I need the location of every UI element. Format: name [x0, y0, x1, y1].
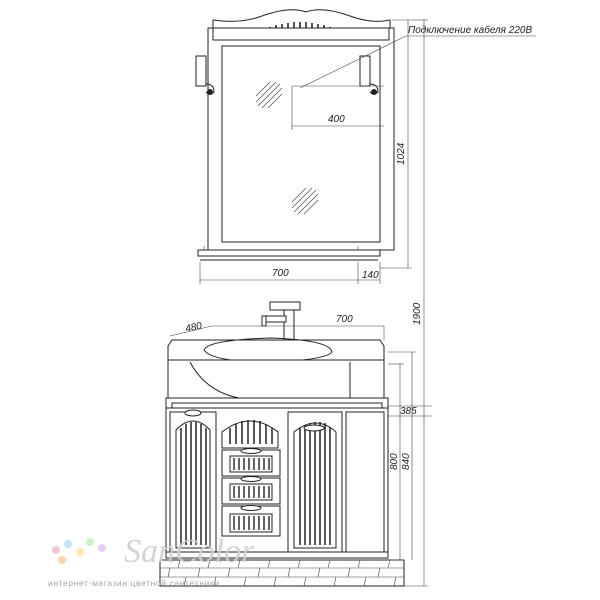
cabinet-body: [165, 407, 389, 557]
cabinet-right-door-slats: [299, 422, 331, 545]
dim-cabinet-depth-label: 480: [184, 321, 203, 335]
dim-counter-drop-label: 385: [400, 406, 417, 417]
watermark-dots-icon: [52, 538, 106, 564]
cable-note: Подключение кабеля 220В: [408, 24, 532, 36]
dim-counter-drop: [388, 405, 432, 417]
left-door-handle-icon: [184, 409, 202, 417]
dim-mirror-offset-label: 400: [328, 114, 345, 125]
dim-cabinet-height-label: 800: [389, 453, 400, 470]
dim-cabinet-height-total-label: 840: [401, 453, 412, 470]
dim-mirror-height-label: 1024: [396, 142, 407, 165]
right-door-handle-icon: [303, 424, 325, 432]
dim-cabinet-width-label: 700: [336, 314, 353, 325]
mirror-glass: [221, 45, 381, 243]
cabinet-right-door-panel: [293, 422, 337, 549]
drawer-3: [221, 505, 281, 537]
dim-shelf-depth-label: 140: [362, 270, 379, 281]
dim-cabinet-height: [388, 363, 404, 561]
dim-mirror-width-label: 700: [272, 268, 289, 279]
mirror-crest: [212, 9, 391, 31]
dim-mirror-offset: [291, 85, 384, 130]
cabinet-plinth: [165, 551, 389, 559]
cabinet-left-door-slats: [180, 422, 207, 545]
floor-tile-grid: [160, 559, 404, 587]
drawer-1: [221, 448, 281, 477]
lamp-left-icon: [195, 55, 215, 95]
dim-total-height: [404, 19, 428, 587]
dim-cabinet-depth: [169, 325, 213, 337]
mirror-reflection-hatch: [255, 81, 319, 215]
dim-cabinet-height-total: [388, 351, 416, 560]
drawer-2: [221, 476, 281, 505]
cabinet-center-arch: [221, 420, 279, 449]
watermark: SanColor интернет-магазин цветной сантех…: [48, 533, 255, 588]
dim-mirror-height: [380, 19, 412, 269]
watermark-tagline: интернет-магазин цветной сантехники: [48, 578, 220, 588]
dim-mirror-width: [199, 262, 380, 284]
cabinet-left-door-panel: [175, 420, 211, 549]
basin-top: [167, 339, 385, 361]
cable-leader: [299, 35, 407, 89]
watermark-brand: SanColor: [124, 533, 255, 570]
vanity-group: [159, 301, 405, 587]
dim-cabinet-width: [212, 325, 385, 340]
mirror-group: [195, 9, 395, 261]
dim-total-height-label: 1900: [412, 302, 423, 325]
mirror-shelf: [197, 249, 381, 257]
cabinet-center-arch-slats: [229, 420, 273, 444]
mirror-frame-inner-top: [212, 27, 390, 41]
